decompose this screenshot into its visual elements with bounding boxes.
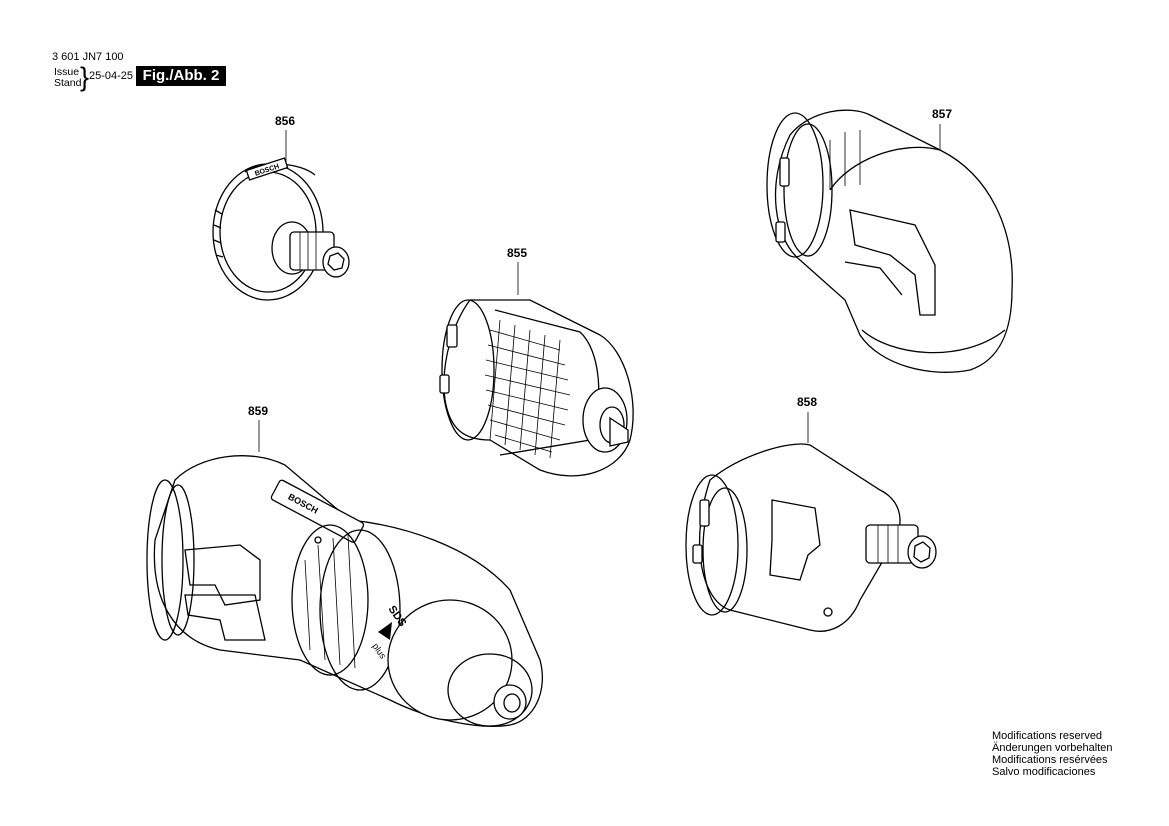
part-number: 3 601 JN7 100 bbox=[52, 51, 124, 63]
issue-date: 25-04-25 bbox=[89, 70, 134, 82]
issue-label: Issue bbox=[54, 66, 80, 78]
figure-label: Fig./Abb. 2 bbox=[136, 66, 226, 86]
callout-857: 857 bbox=[932, 107, 953, 121]
part-859-sds-plus-chuck: BOSCH SDS plus bbox=[146, 455, 544, 727]
notice-line: Modifications reserved bbox=[992, 730, 1103, 742]
issue-brace: } bbox=[80, 62, 90, 92]
notice-line: Salvo modificaciones bbox=[992, 766, 1096, 778]
callout-858: 858 bbox=[797, 395, 818, 409]
callout-855: 855 bbox=[507, 246, 528, 260]
callout-859: 859 bbox=[248, 404, 269, 418]
knurled-sleeve bbox=[484, 319, 571, 459]
notice-line: Änderungen vorbehalten bbox=[992, 742, 1113, 754]
part-857-right-angle-attachment bbox=[766, 109, 1013, 373]
leader-lines bbox=[258, 124, 941, 452]
notice-line: Modifications resérvées bbox=[992, 754, 1108, 766]
part-858-offset-attachment bbox=[685, 443, 937, 632]
callout-856: 856 bbox=[275, 114, 296, 128]
part-856-adapter: BOSCH bbox=[212, 157, 350, 301]
modifications-notice: Modifications reserved Änderungen vorbeh… bbox=[992, 730, 1112, 778]
stand-label: Stand bbox=[54, 77, 82, 89]
part-855-keyless-chuck bbox=[439, 299, 634, 477]
